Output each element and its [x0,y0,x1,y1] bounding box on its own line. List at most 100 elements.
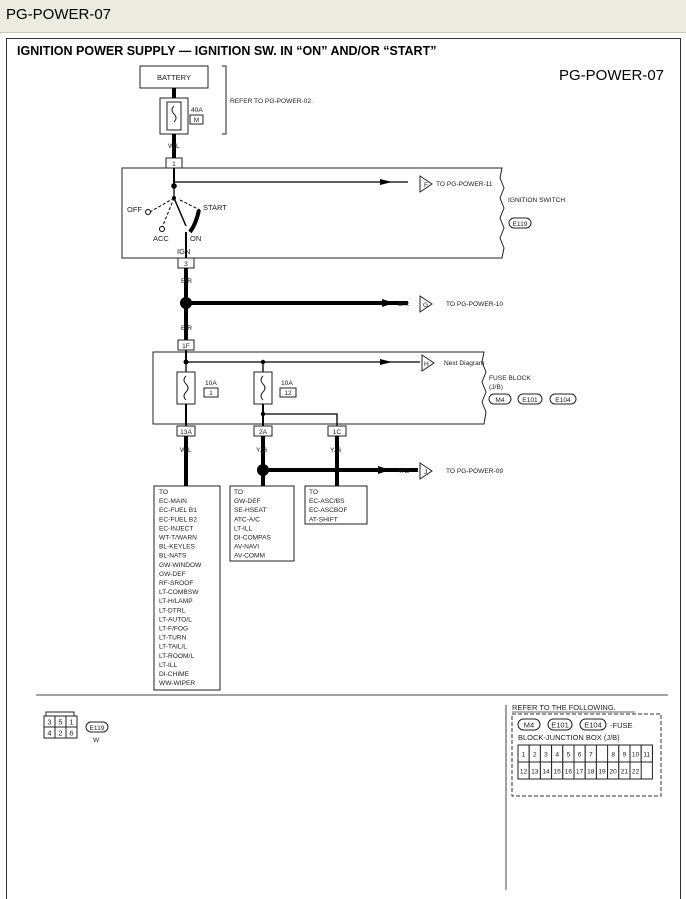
dest-item: LT-AUTO/L [159,616,192,623]
wire-label-yg-2: Y/G [330,447,341,454]
switch-on-start-bar [188,209,201,234]
battery-fuse-id: M [194,117,200,124]
ref-g-pentagon [419,295,433,313]
pin-cell [65,726,78,739]
dest-item: TO [159,489,168,496]
pin-label: 6 [578,752,582,759]
switch-on-label: ON [190,234,201,243]
fb-conn-2: E101 [522,397,538,404]
fuse2-link [260,375,266,401]
page-header-bar: PG-POWER-07 [0,0,686,33]
fuse1-amps: 10A [205,380,217,387]
legend-right-heading: REFER TO THE FOLLOWING. [512,703,616,712]
ref-f-text: TO PG-POWER-11 [436,181,493,188]
dest-item: AV-NAVI [234,544,259,551]
dest-item: EC-ASCBOF [309,507,347,514]
lr-conn-oval-2 [547,718,573,731]
ref-j-pentagon [419,462,433,480]
pin-label: 21 [621,769,629,776]
switch-ign-label: IGN [177,247,190,256]
legend-left-color: W [93,737,100,744]
fb-conn-oval-3 [549,393,577,405]
fuse1-id: 1 [209,390,213,397]
arrow-j [378,466,390,474]
switch-start-dash [179,199,201,211]
pin-label: 5 [58,718,62,727]
ignition-switch-box [121,167,505,259]
dest-item: LT-DTRL [159,607,186,614]
wire-label-br-1: B/R [181,278,192,285]
legend-left-oval [85,721,109,733]
fuse2-id-box [279,387,297,398]
pin-label: 4 [555,752,559,759]
ref-h-text: Next Diagram [444,360,485,367]
legend-left-tab [45,711,75,717]
pin-13a: 13A [180,429,192,436]
dest-item: AV-COMM [234,553,265,560]
pin-label: 3 [544,752,548,759]
pin-label: 16 [565,769,573,776]
ref-g-text: TO PG-POWER-10 [446,301,503,308]
switch-acc-contact [159,226,165,232]
dest-item: WW-WIPER [159,680,195,687]
switch-connector: E119 [513,221,528,228]
pin-2a: 2A [259,429,268,436]
wire-label-yg-3: Y/G [398,468,409,475]
pin-label: 8 [611,752,615,759]
dest-item: GW-DEF [234,498,261,505]
lr-conn-oval-3 [579,718,607,731]
pin-label: 1 [69,718,73,727]
dest-item: GW-WINDOW [159,562,202,569]
dest-item: DI-CHIME [159,671,190,678]
battery-label: BATTERY [157,73,191,82]
dest-item: AT-SHIFT [309,516,338,523]
wire-label-yg-1: Y/G [256,447,267,454]
fuse2-node [260,359,266,365]
battery-ref-note: REFER TO PG-POWER-02. [230,98,313,105]
pin-label: 6 [69,729,73,738]
switch-off-contact [145,209,151,215]
lr-conn-oval-1 [517,718,541,731]
pin-label: 9 [623,752,627,759]
dest-item: GW-DEF [159,571,186,578]
pin-label: 18 [587,769,595,776]
pin-label: 5 [567,752,571,759]
pin-cell [640,744,653,763]
fb-conn-oval-2 [517,393,543,405]
dest-item: ATC-A/C [234,516,260,523]
battery-fuse-link [171,105,177,123]
switch-acc-dash [161,197,175,229]
lr-conn-1: M4 [524,721,534,730]
fuse1-link [183,375,189,401]
pin-label: 20 [610,769,618,776]
battery-fuse-id-box [189,114,204,125]
diagram-frame [6,38,681,899]
ref-j-letter: J [424,469,427,476]
dest-item: TO [309,489,318,496]
dest-item: EC-FUEL B1 [159,507,197,514]
pin-label: 14 [542,769,550,776]
switch-name: IGNITION SWITCH [508,197,565,204]
pin-label: 7 [589,752,593,759]
pin-label: 12 [520,769,528,776]
dest-item: LT-H/LAMP [159,598,193,605]
pin-label: 22 [632,769,640,776]
pin-label: 1 [522,752,526,759]
pin-label: 13 [531,769,539,776]
dest-list-2: TOGW-DEFSE-HSEATATC-A/CLT-ILLDI-COMPASAV… [234,489,271,560]
fuse-block-box [152,351,487,425]
diagram-title: IGNITION POWER SUPPLY — IGNITION SW. IN … [17,44,436,58]
diagram-code: PG-POWER-07 [559,67,664,84]
dest-item: EC-INJECT [159,525,193,532]
wire-label-br-3: B/R [181,325,192,332]
ref-f-letter: F [424,182,428,189]
dest-item: BL-KEYLES [159,544,196,551]
pin-label: 15 [554,769,562,776]
fuse-block-name: FUSE BLOCK [489,375,531,382]
dest-item: LT-ROOM/L [159,653,194,660]
dest-item: EC-MAIN [159,498,187,505]
switch-start-label: START [203,203,227,212]
switch-acc-label: ACC [153,234,169,243]
